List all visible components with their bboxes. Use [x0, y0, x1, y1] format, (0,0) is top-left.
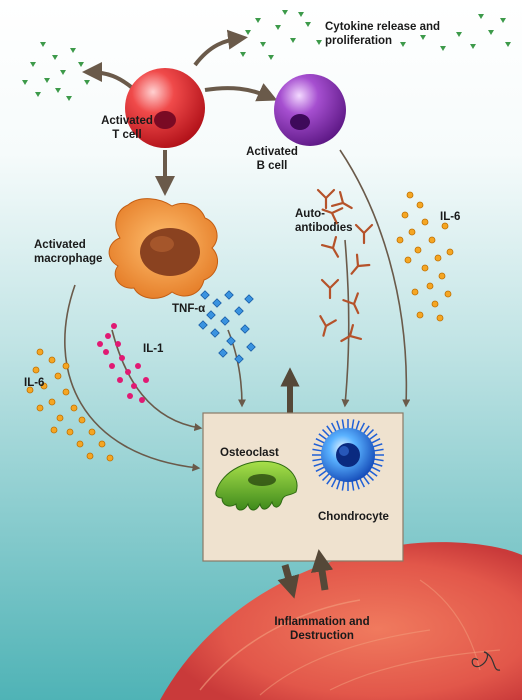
- chondrocyte-spike: [351, 480, 355, 491]
- il1-dots: [97, 323, 149, 403]
- autoantibodies: [316, 188, 374, 343]
- b-cell-label-line2: B cell: [256, 160, 288, 172]
- b-cell-label-line1: Activated: [246, 146, 298, 158]
- chondrocyte-spike: [313, 462, 324, 467]
- chondrocyte-spike: [373, 458, 384, 462]
- chondrocyte-spike: [336, 420, 341, 431]
- macrophage-label-line2: macrophage: [34, 253, 103, 265]
- chondrocyte-spike: [370, 466, 381, 473]
- chondrocyte-spike: [341, 480, 345, 491]
- autoantibodies-label-line2: antibodies: [295, 222, 353, 234]
- chondrocyte-spike: [370, 437, 381, 444]
- chondrocyte-spike: [318, 469, 328, 477]
- il1-label: IL-1: [143, 343, 164, 355]
- osteoclast-label: Osteoclast: [220, 447, 279, 459]
- chondrocyte-spike: [312, 448, 323, 452]
- autoantibodies-label: Auto- antibodies: [295, 207, 353, 235]
- chondrocyte-spike: [313, 443, 324, 448]
- il6-right-dots: [396, 191, 454, 322]
- chondrocyte-spike: [341, 419, 345, 430]
- b-cell: [274, 74, 346, 146]
- chondrocyte-spike: [355, 420, 360, 431]
- cytokine-triangles: [22, 10, 511, 101]
- chondrocyte-spike: [359, 477, 366, 488]
- t-cell-label: Activated T cell: [97, 114, 157, 142]
- tnf-alpha-label: TNF-α: [172, 303, 206, 315]
- chondrocyte-spike: [336, 479, 341, 490]
- chondrocyte-cell: [312, 419, 384, 491]
- chondrocyte-spike: [351, 419, 355, 430]
- chondrocyte-spike: [312, 458, 323, 462]
- chondrocyte-spike: [368, 433, 378, 441]
- inflammation-label-line1: Inflammation and: [274, 616, 370, 628]
- cytokine-label-line2: proliferation: [325, 35, 393, 47]
- chondrocyte-spike: [362, 475, 370, 485]
- arrow-antibodies-to-box: [341, 239, 350, 408]
- chondrocyte-spike: [315, 466, 326, 473]
- tnf-alpha-squares: [198, 290, 256, 364]
- chondrocyte-spike: [330, 477, 337, 488]
- chondrocyte-spike: [373, 448, 384, 452]
- il6-right-label: IL-6: [440, 211, 461, 223]
- inflammation-label-line2: Destruction: [290, 630, 354, 642]
- chondrocyte-spike: [330, 422, 337, 433]
- il6-left-dots: [26, 348, 114, 462]
- chondrocyte-spike: [326, 475, 334, 485]
- osteoclast-cell: [215, 460, 298, 511]
- arrow-tcell-to-cytokine-right: [193, 29, 248, 67]
- cytokine-label: Cytokine release and proliferation: [325, 20, 440, 48]
- arrow-box-down: [277, 564, 300, 599]
- t-cell: [125, 68, 205, 148]
- chondrocyte-spike: [372, 443, 383, 448]
- arrow-bcell-to-box: [339, 149, 411, 408]
- cytokine-label-line1: Cytokine release and: [325, 21, 441, 33]
- arrow-tcell-to-bcell: [204, 83, 278, 102]
- artist-signature: [471, 651, 501, 671]
- chondrocyte-spike: [322, 472, 331, 481]
- chondrocyte-spike: [372, 462, 383, 467]
- autoantibodies-label-line1: Auto-: [295, 208, 326, 220]
- t-cell-label-line2: T cell: [112, 129, 142, 141]
- chondrocyte-spike: [315, 437, 326, 444]
- arrow-il6-left-to-box: [64, 284, 201, 472]
- bone-tissue: [160, 542, 522, 700]
- macrophage: [108, 198, 219, 299]
- chondrocyte-spike: [362, 425, 370, 435]
- chondrocyte-spike: [359, 422, 366, 433]
- chondrocyte-spike: [326, 425, 334, 435]
- chondrocyte-spike: [322, 429, 331, 438]
- chondrocyte-spike: [355, 479, 360, 490]
- chondrocyte-spike: [368, 469, 378, 477]
- macrophage-label: Activated macrophage: [34, 238, 102, 266]
- t-cell-label-line1: Activated: [101, 115, 153, 127]
- chondrocyte-spike: [318, 433, 328, 441]
- arrow-destruction-up: [311, 549, 334, 591]
- chondrocyte-spike: [365, 472, 374, 481]
- inflammation-label: Inflammation and Destruction: [262, 615, 382, 643]
- il6-left-label: IL-6: [24, 377, 45, 389]
- b-cell-label: Activated B cell: [242, 145, 302, 173]
- chondrocyte-label: Chondrocyte: [318, 511, 389, 523]
- macrophage-label-line1: Activated: [34, 239, 86, 251]
- chondrocyte-spike: [365, 429, 374, 438]
